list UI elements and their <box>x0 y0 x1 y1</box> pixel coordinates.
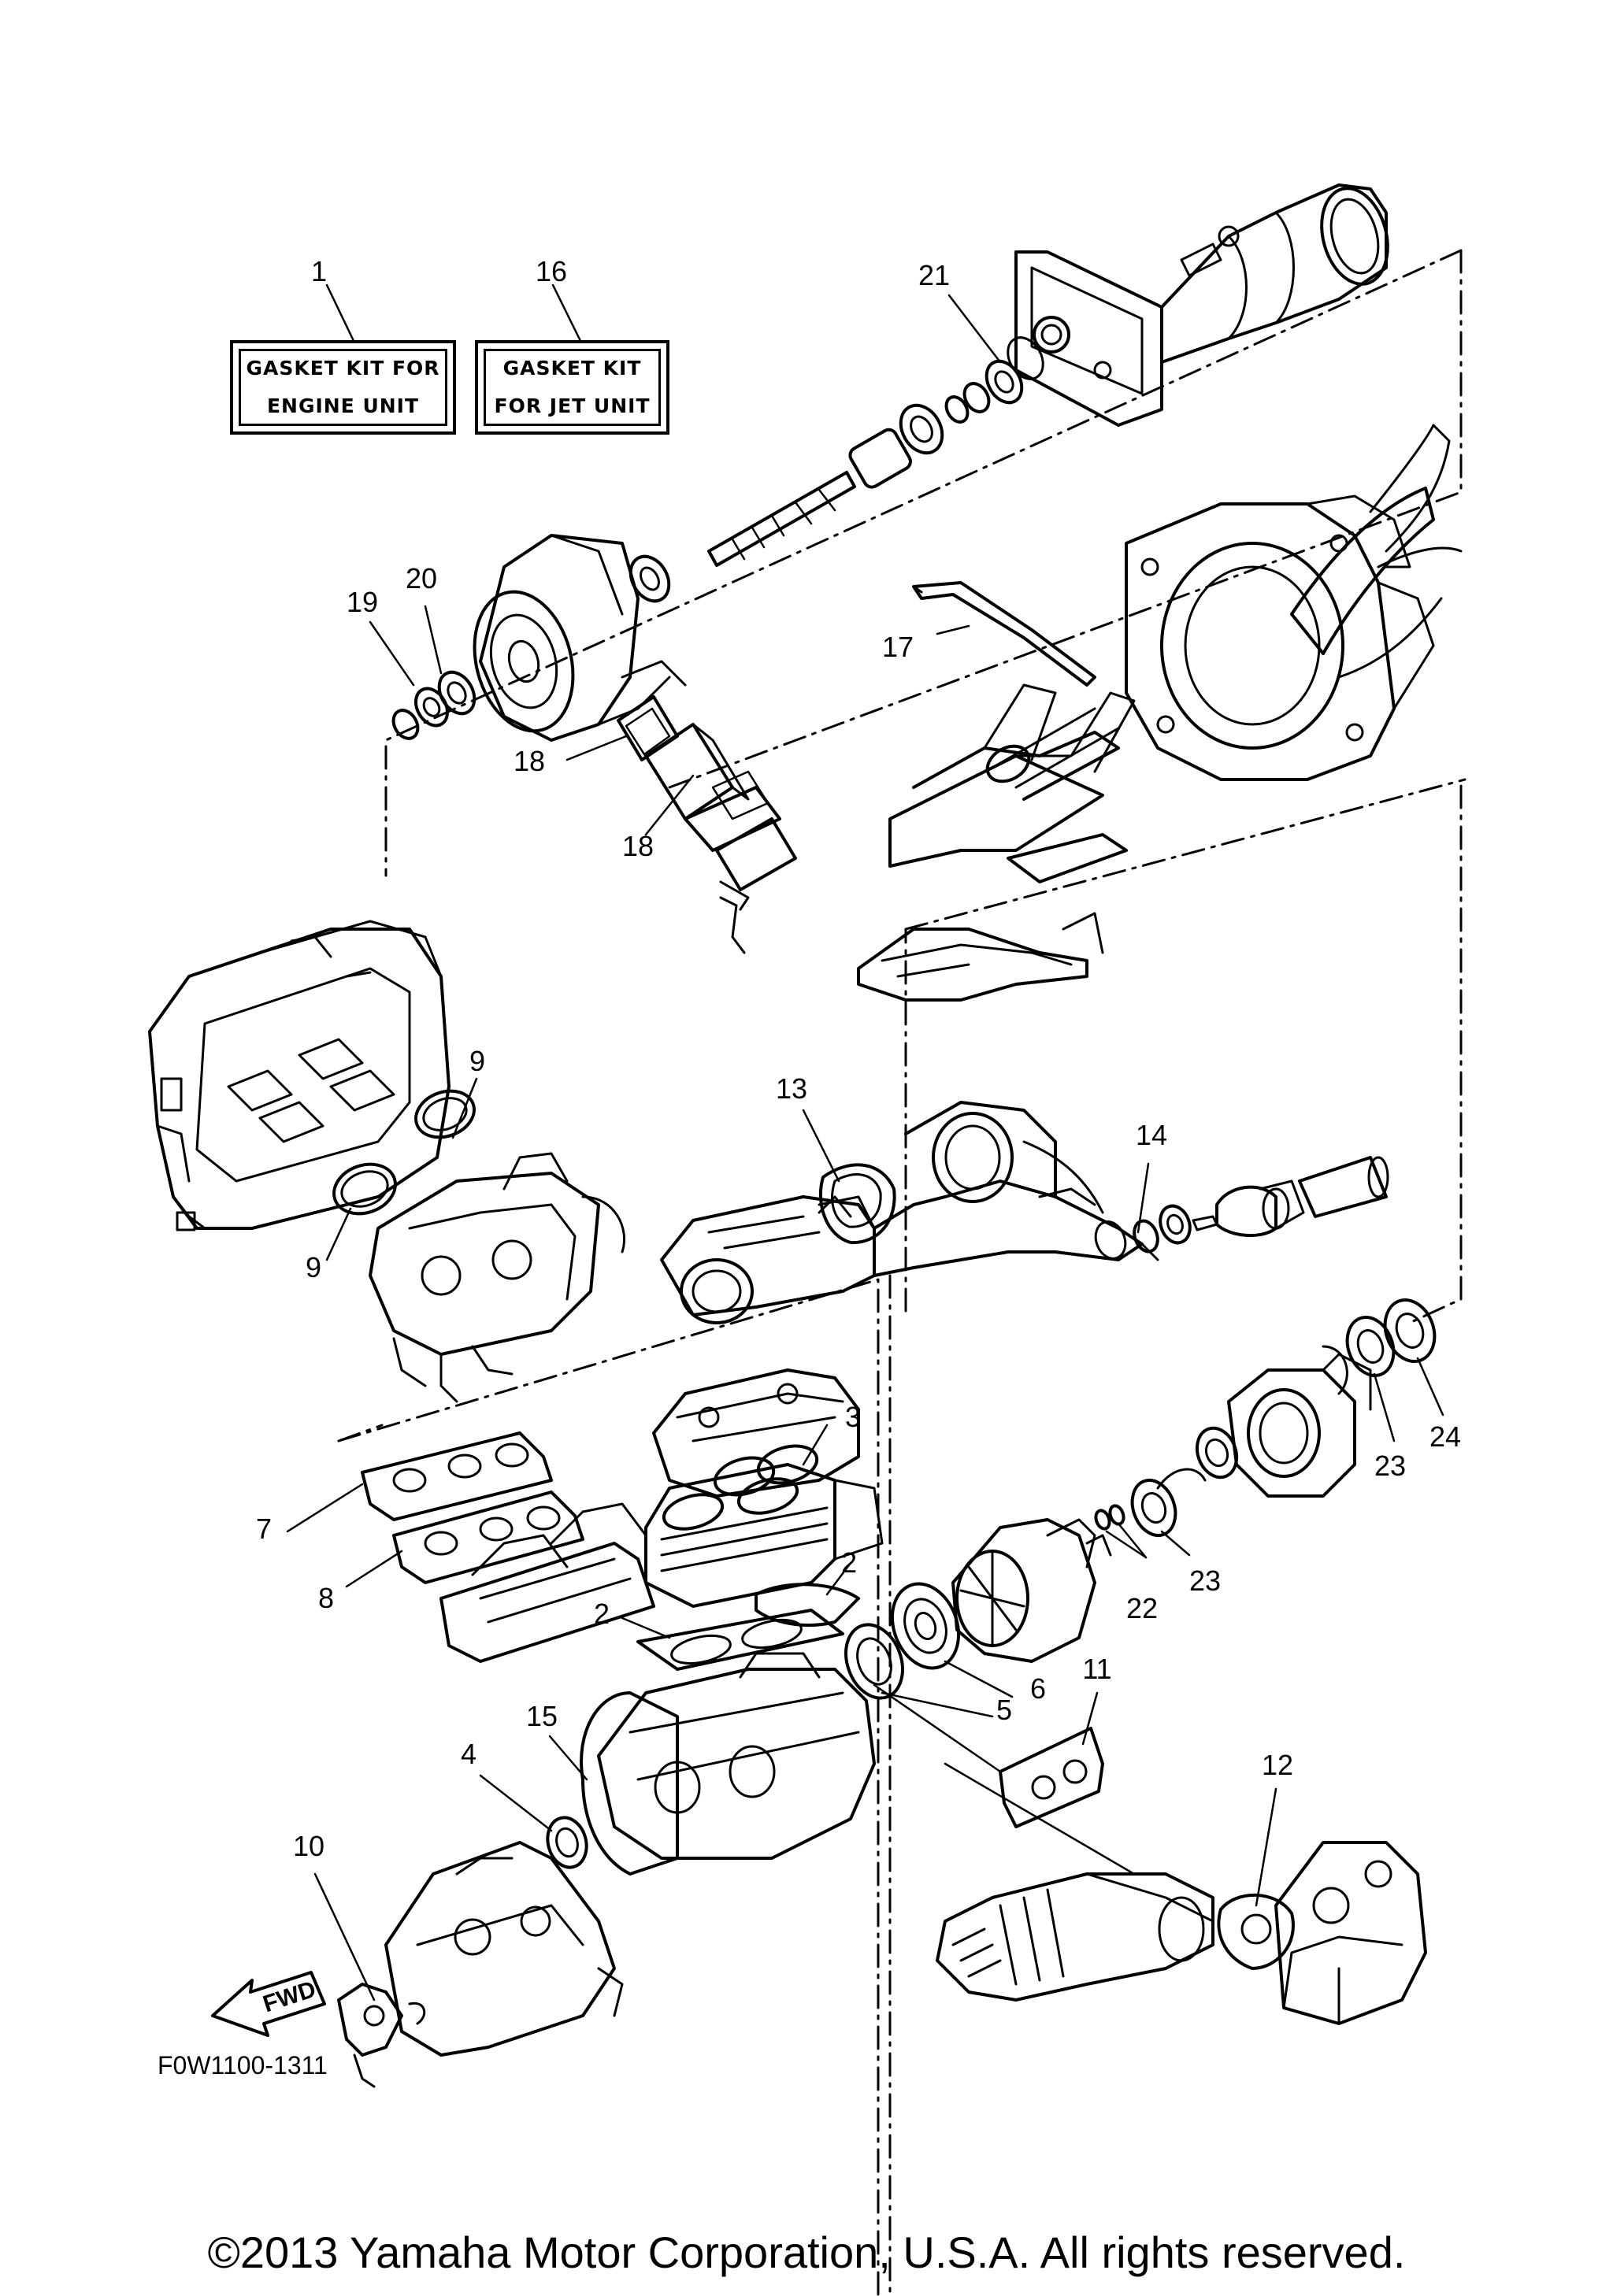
callout-11: 11 <box>1082 1653 1112 1685</box>
diagram-code: F0W1100-1311 <box>158 2051 328 2079</box>
callout-1: 1 <box>310 255 328 287</box>
exhaust-pipe <box>936 1872 1214 2002</box>
intake-duct <box>857 683 1136 1002</box>
exhaust-hose-fittings <box>1133 1156 1389 1254</box>
callout-16: 16 <box>535 255 568 287</box>
kit-jet-line1: GASKET KIT <box>502 357 642 380</box>
callout-14: 14 <box>1135 1119 1168 1151</box>
carburetor-assembly <box>369 1152 626 1403</box>
seal-5 <box>844 1623 904 1700</box>
callout-8: 8 <box>317 1582 335 1614</box>
reed-valve-assembly <box>439 1502 655 1663</box>
kit-engine-line1: GASKET KIT FOR <box>246 357 440 380</box>
base-gasket-2 <box>636 1583 860 1671</box>
impeller <box>951 1518 1112 1663</box>
intake-gasket-18 <box>617 695 797 954</box>
callout-21: 21 <box>918 259 951 291</box>
manifold-gasket-8 <box>392 1491 584 1584</box>
leader-lines <box>286 283 1444 2002</box>
impeller-housing <box>1227 1353 1372 1498</box>
callout-9-lower: 9 <box>305 1251 322 1283</box>
exhaust-manifold <box>660 1101 1159 1324</box>
callout-9-upper: 9 <box>469 1045 486 1077</box>
water-box <box>1274 1841 1427 2025</box>
oil-pump-fitting-10 <box>337 1983 426 2088</box>
drive-shaft-assembly <box>391 336 1044 740</box>
callout-4: 4 <box>460 1738 477 1770</box>
bearings-23-24 <box>1130 1298 1437 1537</box>
seal-6 <box>890 1582 961 1670</box>
ride-plate-seal-17 <box>912 581 1096 687</box>
kit-engine-line2: ENGINE UNIT <box>266 394 420 417</box>
copyright-notice: ©2013 Yamaha Motor Corporation, U.S.A. A… <box>207 2227 1406 2277</box>
callout-20: 20 <box>405 562 438 594</box>
callout-22: 22 <box>1125 1592 1159 1624</box>
kit-jet-line2: FOR JET UNIT <box>494 394 651 417</box>
jet-nozzle-assembly <box>1014 183 1389 427</box>
gasket-15 <box>580 1691 679 1876</box>
gasket-kit-jet-box: GASKET KIT FOR JET UNIT <box>475 340 669 435</box>
callout-17: 17 <box>881 631 914 663</box>
callout-13: 13 <box>775 1072 808 1105</box>
callout-10: 10 <box>292 1830 325 1862</box>
callout-19: 19 <box>346 586 379 618</box>
lower-crankcase <box>384 1841 624 2057</box>
callout-5: 5 <box>996 1694 1013 1726</box>
callout-2-right: 2 <box>840 1546 858 1579</box>
callout-15: 15 <box>525 1700 558 1732</box>
pump-body <box>1125 424 1463 781</box>
cylinder-head <box>652 1368 860 1498</box>
gasket-kit-engine-box: GASKET KIT FOR ENGINE UNIT <box>230 340 456 435</box>
crankcase <box>597 1652 876 1860</box>
callout-6: 6 <box>1029 1672 1047 1705</box>
bearing-housing <box>473 534 687 742</box>
callout-23-lower: 23 <box>1188 1565 1222 1597</box>
callout-7: 7 <box>255 1513 273 1545</box>
callout-2-left: 2 <box>593 1598 610 1630</box>
gasket-9 <box>332 1089 476 1216</box>
cylinder-block <box>644 1463 884 1608</box>
callout-24: 24 <box>1429 1420 1462 1453</box>
fwd-arrow: FWD <box>211 1971 326 2037</box>
callout-23-upper: 23 <box>1374 1450 1407 1482</box>
air-box <box>148 920 451 1231</box>
callout-18-lower: 18 <box>621 830 654 862</box>
gasket-11 <box>999 1727 1104 1828</box>
manifold-gasket-7 <box>361 1431 553 1521</box>
callout-3: 3 <box>844 1401 862 1433</box>
fwd-label: FWD <box>260 1976 319 2017</box>
gasket-13 <box>818 1163 896 1245</box>
gasket-12 <box>1217 1893 1295 1970</box>
o-rings-22 <box>1094 1504 1125 1531</box>
callout-12: 12 <box>1261 1749 1294 1781</box>
callout-18-upper: 18 <box>513 745 546 777</box>
oil-seal-4 <box>546 1816 588 1869</box>
